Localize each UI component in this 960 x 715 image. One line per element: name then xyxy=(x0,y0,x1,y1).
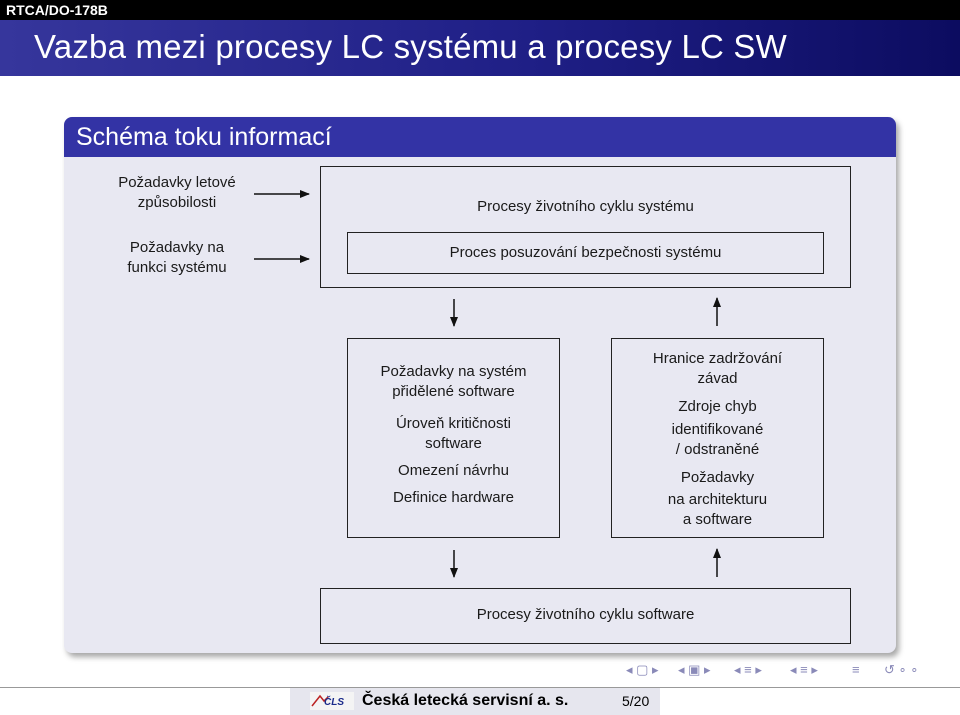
footer: ČLS Česká letecká servisní a. s. 5/20 xyxy=(290,688,660,715)
footer-organization: Česká letecká servisní a. s. xyxy=(362,692,569,709)
right-line-2: závad xyxy=(697,370,738,387)
right-line-7: na architekturu xyxy=(667,491,768,508)
software-lifecycle-box xyxy=(320,588,851,644)
title-bar: Vazba mezi procesy LC systému a procesy … xyxy=(0,20,960,76)
nav-search-icon[interactable]: ↺ ∘ ∘ xyxy=(884,662,919,677)
block-title: Schéma toku informací xyxy=(76,123,332,151)
section-bar: RTCA/DO-178B xyxy=(0,0,960,20)
input-airworthiness-line1: Požadavky letové xyxy=(118,174,236,191)
navigation-bar: ◂ ▢ ▸ ◂ ▣ ▸ ◂ ≡ ▸ ◂ ≡ ▸ ≡ ↺ ∘ ∘ xyxy=(626,662,926,680)
right-line-3: Zdroje chyb xyxy=(678,398,757,415)
left-line-3: Úroveň kritičnosti xyxy=(395,415,512,432)
system-requirements-text: Požadavky na systém přidělené software Ú… xyxy=(347,362,560,508)
safety-assessment-box xyxy=(347,232,824,274)
cls-logo: ČLS xyxy=(310,692,354,710)
nav-frame-left-icon[interactable]: ◂ ▢ ▸ xyxy=(626,662,659,677)
input-system-function: Požadavky na funkci systému xyxy=(104,238,250,278)
software-lifecycle-label: Procesy životního cyklu software xyxy=(476,606,695,623)
system-lifecycle-label: Procesy životního cyklu systému xyxy=(477,198,694,215)
content-block: Schéma toku informací xyxy=(64,117,896,653)
input-airworthiness: Požadavky letové způsobilosti xyxy=(104,173,250,213)
system-lifecycle-box xyxy=(320,166,851,288)
nav-section-icon[interactable]: ◂ ≡ ▸ xyxy=(734,662,762,677)
nav-align-icon[interactable]: ≡ xyxy=(852,662,860,677)
left-line-4: software xyxy=(425,435,482,452)
left-line-1: Požadavky na systém xyxy=(380,363,527,380)
left-line-2: přidělené software xyxy=(392,383,515,400)
right-line-4: identifikované xyxy=(671,421,764,438)
footer-divider xyxy=(0,687,960,688)
fault-containment-box xyxy=(611,338,824,538)
right-line-8: a software xyxy=(682,511,753,528)
logo-text: ČLS xyxy=(324,695,344,708)
system-requirements-box xyxy=(347,338,560,538)
left-line-6: Definice hardware xyxy=(393,489,514,506)
right-line-5: / odstraněné xyxy=(675,441,760,458)
slide-title: Vazba mezi procesy LC systému a procesy … xyxy=(34,28,787,65)
left-line-5: Omezení návrhu xyxy=(398,462,509,479)
input-system-function-line1: Požadavky na xyxy=(129,239,225,256)
page-number: 5/20 xyxy=(622,693,650,709)
nav-subsection2-icon[interactable]: ◂ ≡ ▸ xyxy=(790,662,818,677)
nav-subsection-icon[interactable]: ◂ ▣ ▸ xyxy=(678,662,711,677)
block-header: Schéma toku informací xyxy=(64,117,896,157)
fault-containment-text: Hranice zadržování závad Zdroje chyb ide… xyxy=(611,349,824,530)
section-title: RTCA/DO-178B xyxy=(6,2,108,18)
input-system-function-line2: funkci systému xyxy=(127,259,227,276)
right-line-1: Hranice zadržování xyxy=(652,350,783,367)
input-airworthiness-line2: způsobilosti xyxy=(137,194,217,211)
safety-assessment-label: Proces posuzování bezpečnosti systému xyxy=(449,244,722,261)
right-line-6: Požadavky xyxy=(680,469,755,486)
